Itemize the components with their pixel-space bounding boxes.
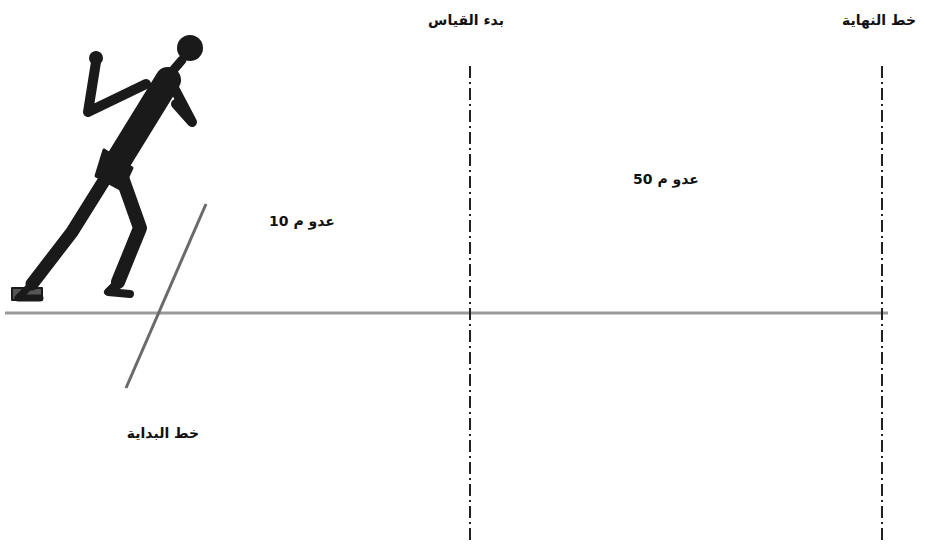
track-line [5, 312, 888, 315]
leader-line [126, 204, 206, 388]
neck [170, 60, 182, 74]
distance-label: عدو م 10 [266, 212, 338, 231]
torso [120, 80, 168, 158]
back-arm [88, 62, 146, 112]
front-foot [108, 282, 130, 294]
sprinter-figure [12, 35, 203, 300]
start-line-label: خط البداية [124, 424, 202, 443]
front-arm [172, 84, 192, 122]
shorts [96, 150, 132, 190]
head [177, 35, 203, 61]
line-title: خط النهاية [839, 11, 919, 30]
distance-label: عدو م 50 [630, 170, 702, 189]
back-leg [32, 168, 112, 284]
back-foot [18, 284, 40, 298]
measure-start-line [469, 66, 471, 540]
line-title: بدء القياس [425, 11, 507, 30]
finish-line [881, 66, 883, 540]
